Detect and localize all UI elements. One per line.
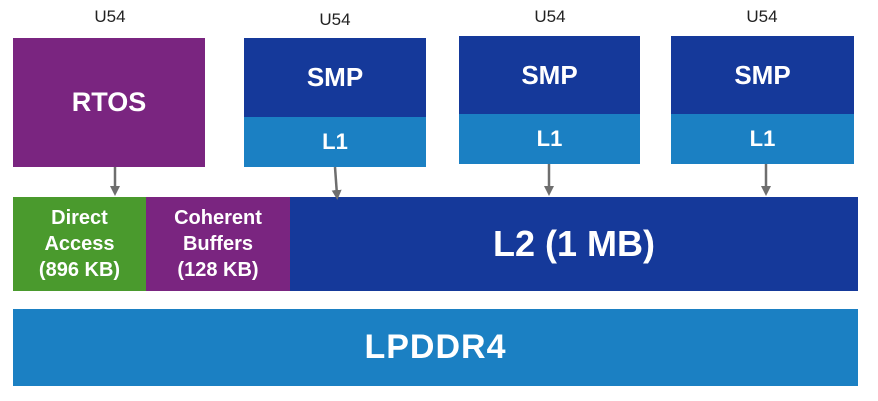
core-label-1: U54 <box>94 7 126 26</box>
core-label-2: U54 <box>319 10 351 29</box>
smp-core-block-3: SMP <box>671 36 854 114</box>
l2-cache-block: L2 (1 MB) <box>290 197 858 291</box>
coherent-buffers-block: Coherent Buffers (128 KB) <box>146 197 290 291</box>
core-label-3: U54 <box>534 7 566 26</box>
l1-cache-block-1: L1 <box>244 117 426 167</box>
coherent-buffers-line-3: (128 KB) <box>177 259 259 281</box>
direct-access-line-2: Access <box>44 233 115 255</box>
core-label-4: U54 <box>746 7 778 26</box>
coherent-buffers-line-1: Coherent <box>174 207 262 229</box>
coherent-buffers-line-2: Buffers <box>182 233 253 255</box>
arrow-core2-to-l2 <box>331 166 342 200</box>
direct-access-line-3: (896 KB) <box>38 259 121 281</box>
l1-cache-block-2: L1 <box>459 114 640 164</box>
lpddr4-block: LPDDR4 <box>13 309 858 386</box>
l1-cache-block-3: L1 <box>671 114 854 164</box>
rtos-core-block: RTOS <box>13 38 205 167</box>
direct-access-line-1: Direct <box>51 207 108 229</box>
direct-access-block: Direct Access (896 KB) <box>13 197 146 291</box>
smp-core-block-2: SMP <box>459 36 640 114</box>
smp-core-block-1: SMP <box>244 38 426 117</box>
